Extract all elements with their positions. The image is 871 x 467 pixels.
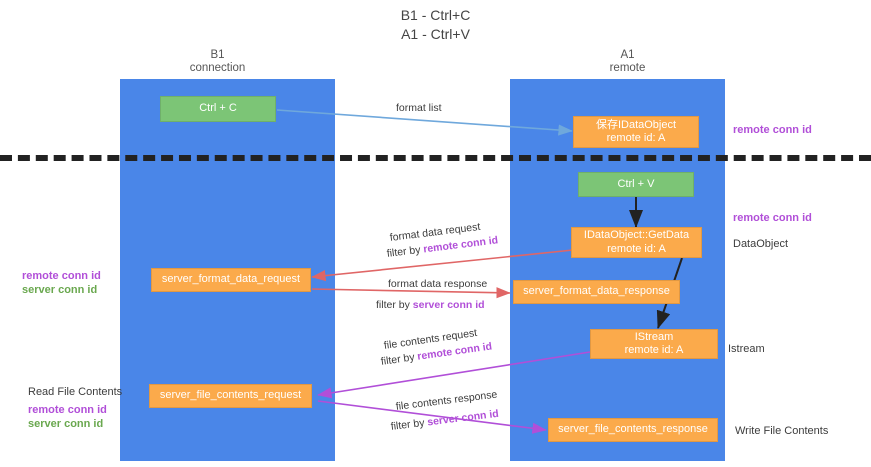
legend-remote-conn-id-lower: remote conn id xyxy=(28,404,107,416)
filter-prefix: filter by xyxy=(376,299,413,311)
node-istream-remote-id: remote id: A xyxy=(624,344,684,356)
edge-format-data-request xyxy=(311,249,574,282)
node-ctrl-v[interactable]: Ctrl + V xyxy=(578,172,694,197)
lane-header-b1: B1 connection xyxy=(155,49,280,75)
annotation-remote-conn-id-top: remote conn id xyxy=(733,124,812,136)
node-store-idataobject-label: 保存IDataObject xyxy=(595,118,677,131)
lane-header-a1-role: remote xyxy=(609,62,646,74)
edge-format-list xyxy=(276,109,573,136)
node-getdata-label: IDataObject::GetData xyxy=(583,229,690,241)
node-server-file-contents-request-label: server_file_contents_request xyxy=(159,389,302,402)
edge-label-format-list: format list xyxy=(396,102,442,114)
lane-header-a1: A1 remote xyxy=(565,49,690,75)
annotation-istream: Istream xyxy=(728,343,765,355)
annotation-dataobject: DataObject xyxy=(733,238,789,250)
title-line-2: A1 - Ctrl+V xyxy=(401,26,470,42)
annotation-write-file-contents: Write File Contents xyxy=(735,425,829,437)
annotation-remote-conn-id-mid: remote conn id xyxy=(733,212,812,224)
legend-server-conn-id-lower: server conn id xyxy=(28,418,104,430)
node-server-file-contents-request[interactable]: server_file_contents_request xyxy=(149,384,312,408)
node-server-file-contents-response-label: server_file_contents_response xyxy=(558,423,708,436)
edge-label-format-data-response: format data response xyxy=(388,277,487,291)
node-ctrl-v-label: Ctrl + V xyxy=(617,177,655,190)
lane-header-b1-name: B1 xyxy=(210,49,225,61)
edge-format-data-response xyxy=(311,287,511,299)
edge-label-format-data-response-filter: filter by server conn id xyxy=(376,298,485,312)
node-getdata-remote-id: remote id: A xyxy=(607,242,666,255)
node-istream[interactable]: IStream remote id: A xyxy=(590,329,718,359)
title-line-1: B1 - Ctrl+C xyxy=(400,7,471,23)
node-server-format-data-request-label: server_format_data_request xyxy=(161,273,301,286)
edge-label-format-data-response-text: format data response xyxy=(388,278,488,290)
node-store-idataobject-remote-id: remote id: A xyxy=(606,132,666,144)
phase-separator xyxy=(0,155,871,161)
node-server-format-data-response[interactable]: server_format_data_response xyxy=(513,280,680,304)
legend-server-conn-id-upper: server conn id xyxy=(22,284,98,296)
node-server-file-contents-response[interactable]: server_file_contents_response xyxy=(548,418,718,442)
node-getdata[interactable]: IDataObject::GetData remote id: A xyxy=(571,227,702,258)
key-server-conn-id: server conn id xyxy=(412,299,485,311)
lane-header-a1-name: A1 xyxy=(620,49,635,61)
node-ctrl-c-label: Ctrl + C xyxy=(199,102,237,115)
node-istream-label: IStream xyxy=(634,330,674,343)
node-server-format-data-response-label: server_format_data_response xyxy=(523,285,670,298)
annotation-read-file-contents: Read File Contents xyxy=(28,386,123,398)
edge-file-contents-request xyxy=(317,351,591,399)
edge-file-contents-response xyxy=(317,400,547,434)
node-ctrl-c[interactable]: Ctrl + C xyxy=(160,96,276,122)
node-server-format-data-request[interactable]: server_format_data_request xyxy=(151,268,311,292)
diagram-title: B1 - Ctrl+C A1 - Ctrl+V xyxy=(0,6,871,44)
node-store-idataobject[interactable]: 保存IDataObject remote id: A xyxy=(573,116,699,148)
legend-remote-conn-id-upper: remote conn id xyxy=(22,270,101,282)
lane-header-b1-role: connection xyxy=(189,62,246,74)
